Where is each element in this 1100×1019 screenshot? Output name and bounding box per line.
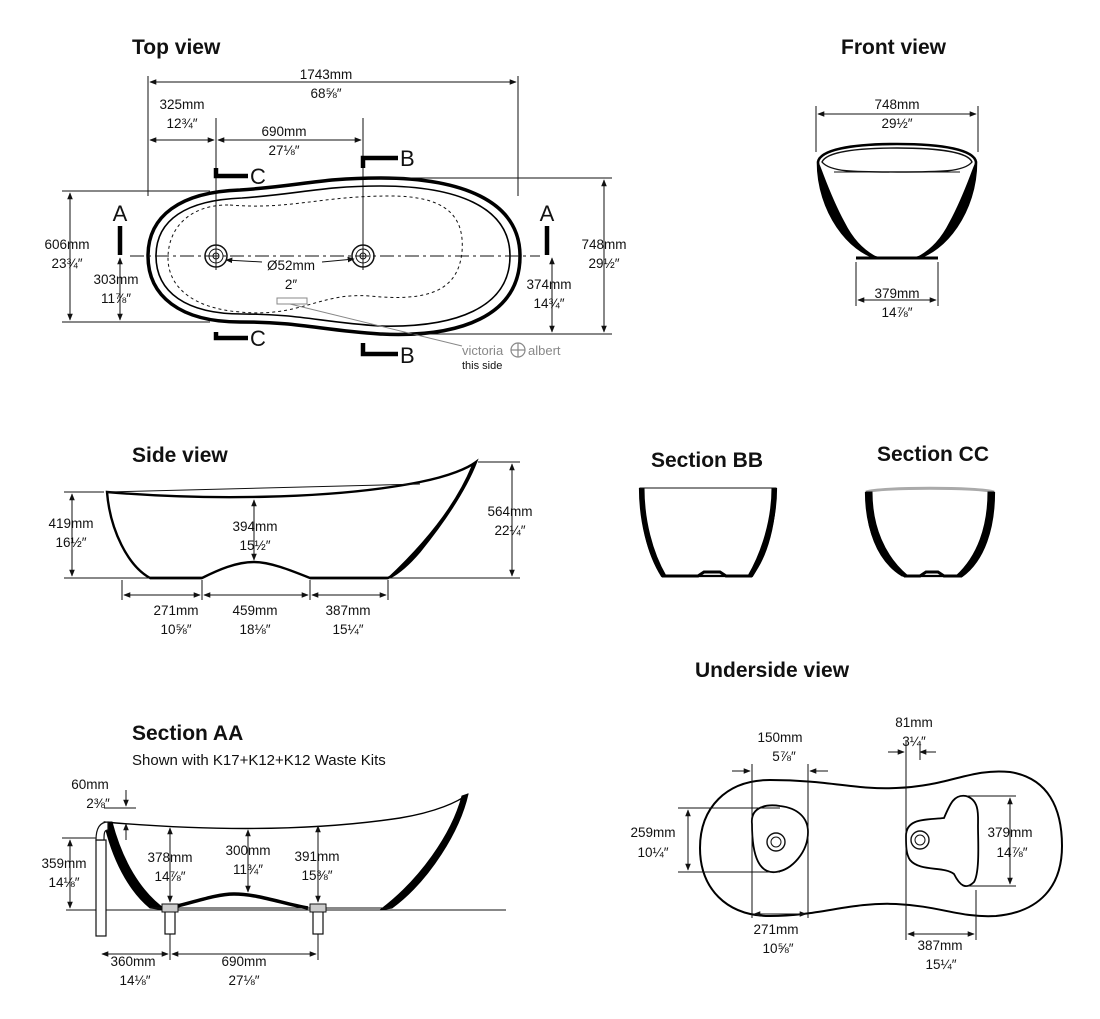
- section-bb: Section BB: [638, 449, 778, 578]
- dim-690-in: 27⅛″: [268, 143, 299, 158]
- section-mark-b-bottom: B: [400, 343, 415, 368]
- under-dim-271-mm: 271mm: [753, 922, 798, 937]
- under-dim-387-mm: 387mm: [917, 938, 962, 953]
- front-dim-748-mm: 748mm: [874, 97, 919, 112]
- section-mark-a-right: A: [540, 201, 555, 226]
- side-dim-387-mm: 387mm: [325, 603, 370, 618]
- aa-dim-690-in: 27⅛″: [228, 973, 259, 988]
- top-view-title: Top view: [132, 36, 221, 59]
- front-view-title: Front view: [841, 36, 947, 59]
- dim-374-mm: 374mm: [526, 277, 571, 292]
- side-dim-459-mm: 459mm: [232, 603, 277, 618]
- brand-note: this side: [462, 360, 502, 372]
- side-view-outline: [105, 458, 479, 580]
- aa-dim-690-mm: 690mm: [221, 954, 266, 969]
- dim-waste-in: 2″: [285, 277, 298, 292]
- underside-view-title: Underside view: [695, 659, 850, 682]
- under-dim-379-mm: 379mm: [987, 825, 1032, 840]
- underside-view: Underside view 150mm 5⅞″ 81mm 3¼″ 259mm …: [630, 659, 1064, 972]
- dim-1743-in: 68⅝″: [310, 86, 341, 101]
- under-dim-259-in: 10¼″: [637, 845, 668, 860]
- side-dim-419-in: 16½″: [55, 535, 86, 550]
- front-view: Front view 748mm 29½″ 379mm 14⅞″: [815, 36, 979, 320]
- under-dim-271-in: 10⅝″: [762, 941, 793, 956]
- under-dim-387-in: 15¼″: [925, 957, 956, 972]
- front-dim-379-mm: 379mm: [874, 286, 919, 301]
- front-view-outline: [816, 142, 978, 260]
- section-aa-subtitle: Shown with K17+K12+K12 Waste Kits: [132, 752, 386, 769]
- side-view-title: Side view: [132, 444, 228, 467]
- aa-dim-300-in: 11¾″: [233, 862, 263, 877]
- under-dim-379-in: 14⅞″: [996, 845, 1027, 860]
- dim-303-mm: 303mm: [93, 272, 138, 287]
- dim-waste-mm: Ø52mm: [267, 258, 315, 273]
- aa-dim-378-in: 14⅞″: [154, 869, 185, 884]
- underside-outline: [698, 770, 1064, 918]
- dim-303-in: 11⅞″: [101, 291, 131, 306]
- side-dim-459-in: 18⅛″: [239, 622, 270, 637]
- aa-dim-360-mm: 360mm: [110, 954, 155, 969]
- dim-325-in: 12¾″: [166, 116, 197, 131]
- section-bb-title: Section BB: [651, 449, 763, 472]
- aa-dim-359-mm: 359mm: [41, 856, 86, 871]
- dim-690-mm: 690mm: [261, 124, 306, 139]
- section-mark-b-top: B: [400, 146, 415, 171]
- side-dim-564-in: 22¼″: [494, 523, 525, 538]
- under-dim-150-in: 5⅞″: [772, 749, 796, 764]
- side-dim-564-mm: 564mm: [487, 504, 532, 519]
- dim-1743-mm: 1743mm: [300, 67, 353, 82]
- aa-dim-60-mm: 60mm: [71, 777, 109, 792]
- section-mark-c-top: C: [250, 164, 266, 189]
- under-dim-81-in: 3¼″: [902, 734, 926, 749]
- aa-dim-60-in: 2⅜″: [86, 796, 110, 811]
- front-dim-748-in: 29½″: [881, 116, 912, 131]
- side-dim-387-in: 15¼″: [332, 622, 363, 637]
- brand-right: albert: [528, 343, 561, 358]
- aa-dim-391-mm: 391mm: [294, 849, 339, 864]
- side-dim-271-in: 10⅝″: [160, 622, 191, 637]
- section-cc: Section CC: [864, 443, 996, 578]
- under-dim-150-mm: 150mm: [757, 730, 802, 745]
- front-dim-379-in: 14⅞″: [881, 305, 912, 320]
- side-dim-419-mm: 419mm: [48, 516, 93, 531]
- dim-606-in: 23¾″: [51, 256, 82, 271]
- aa-dim-300-mm: 300mm: [225, 843, 270, 858]
- side-dim-394-mm: 394mm: [232, 519, 277, 534]
- section-aa: Section AA Shown with K17+K12+K12 Waste …: [41, 722, 506, 988]
- dim-748-in: 29½″: [588, 256, 619, 271]
- aa-dim-378-mm: 378mm: [147, 850, 192, 865]
- under-dim-259-mm: 259mm: [630, 825, 675, 840]
- brand-logo: victoria albert: [462, 342, 561, 358]
- top-view: Top view 1743mm 68⅝″ 325mm 12¾″ 690mm 27…: [44, 36, 626, 372]
- dim-606-mm: 606mm: [44, 237, 89, 252]
- aa-dim-391-in: 15⅜″: [301, 868, 332, 883]
- side-dim-394-in: 15½″: [239, 538, 270, 553]
- dim-325-mm: 325mm: [159, 97, 204, 112]
- side-view: Side view 419mm 16½″ 394mm 15½″ 564mm 22…: [48, 444, 532, 637]
- section-mark-a-left: A: [113, 201, 128, 226]
- side-dim-271-mm: 271mm: [153, 603, 198, 618]
- aa-dim-359-in: 14⅛″: [48, 875, 79, 890]
- section-cc-title: Section CC: [877, 443, 989, 466]
- section-mark-c-bottom: C: [250, 326, 266, 351]
- dim-374-in: 14¾″: [533, 296, 564, 311]
- aa-dim-360-in: 14⅛″: [119, 973, 150, 988]
- under-dim-81-mm: 81mm: [895, 715, 933, 730]
- brand-left: victoria: [462, 343, 504, 358]
- section-aa-title: Section AA: [132, 722, 243, 745]
- dim-748-mm: 748mm: [581, 237, 626, 252]
